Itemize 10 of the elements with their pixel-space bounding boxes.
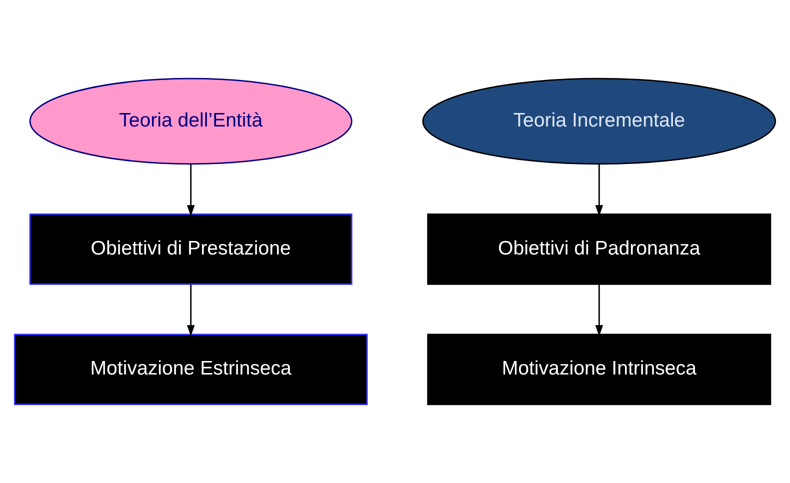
node-box: Motivazione Estrinseca (14, 334, 368, 406)
node-box: Motivazione Intrinseca (427, 334, 772, 406)
node-box: Obiettivi di Prestazione (29, 214, 352, 285)
node-ellipse: Teoria Incrementale (422, 78, 776, 165)
arrow (595, 164, 604, 216)
arrow (186, 164, 195, 216)
arrow (186, 284, 195, 336)
arrow (595, 284, 604, 336)
node-ellipse: Teoria dell’Entità (29, 78, 352, 165)
node-box: Obiettivi di Padronanza (427, 214, 772, 285)
